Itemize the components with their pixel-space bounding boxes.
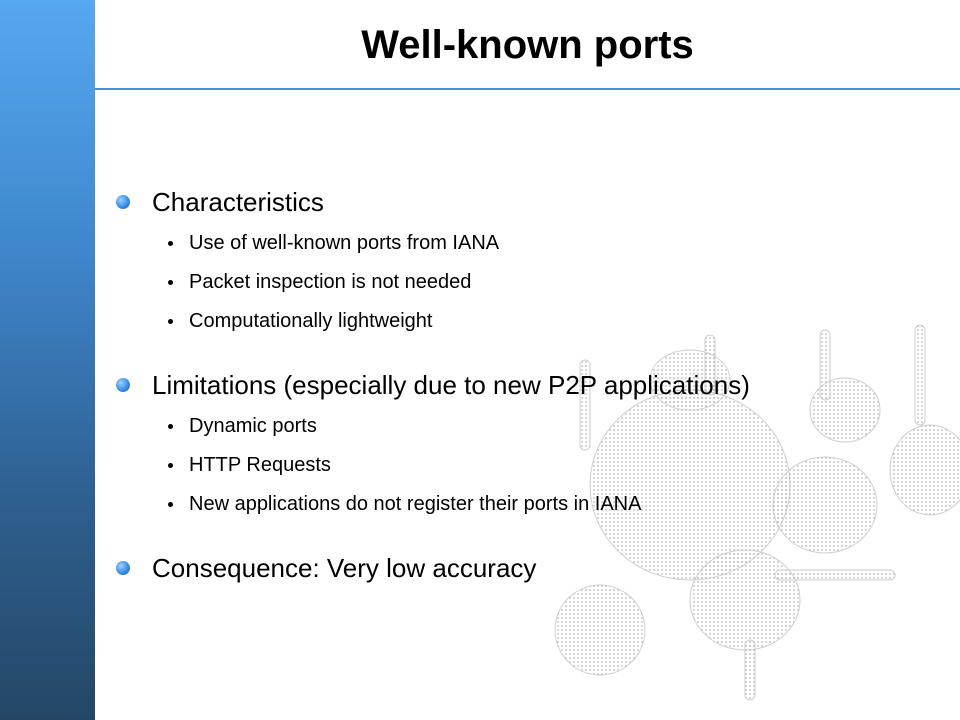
sub-bullet-text: HTTP Requests (189, 454, 331, 476)
level1-bullet: Consequence: Very low accuracy (110, 546, 940, 590)
dot-bullet-icon (168, 241, 173, 246)
sub-bullet-list: Dynamic ports HTTP Requests New applicat… (110, 407, 940, 524)
molecule-watermark-icon (554, 324, 960, 701)
sub-bullet: Dynamic ports (110, 407, 940, 446)
sub-bullet: Use of well-known ports from IANA (110, 224, 940, 263)
bullet-content: Characteristics Use of well-known ports … (110, 180, 940, 612)
sub-bullet: Computationally lightweight (110, 302, 940, 341)
round-bullet-icon (116, 195, 130, 209)
slide-title: Well-known ports (361, 23, 694, 67)
section-limitations: Limitations (especially due to new P2P a… (110, 363, 940, 524)
section-consequence: Consequence: Very low accuracy (110, 546, 940, 590)
level1-bullet: Limitations (especially due to new P2P a… (110, 363, 940, 407)
dot-bullet-icon (168, 463, 173, 468)
section-characteristics: Characteristics Use of well-known ports … (110, 180, 940, 341)
dot-bullet-icon (168, 502, 173, 507)
sub-bullet-text: New applications do not register their p… (189, 493, 642, 515)
bullet-text: Consequence: Very low accuracy (152, 552, 537, 583)
side-bar (0, 0, 95, 720)
sub-bullet-text: Packet inspection is not needed (189, 271, 472, 293)
sub-bullet: HTTP Requests (110, 446, 940, 485)
sub-bullet: Packet inspection is not needed (110, 263, 940, 302)
level1-bullet: Characteristics (110, 180, 940, 224)
round-bullet-icon (116, 378, 130, 392)
bullet-text: Characteristics (152, 186, 324, 217)
sub-bullet-text: Use of well-known ports from IANA (189, 232, 500, 254)
dot-bullet-icon (168, 319, 173, 324)
sub-bullet-list: Use of well-known ports from IANA Packet… (110, 224, 940, 341)
round-bullet-icon (116, 561, 130, 575)
sub-bullet-text: Dynamic ports (189, 415, 317, 437)
sub-bullet: New applications do not register their p… (110, 485, 940, 524)
dot-bullet-icon (168, 280, 173, 285)
dot-bullet-icon (168, 424, 173, 429)
bullet-text: Limitations (especially due to new P2P a… (152, 369, 750, 400)
sub-bullet-text: Computationally lightweight (189, 310, 433, 332)
title-rule (95, 88, 960, 90)
